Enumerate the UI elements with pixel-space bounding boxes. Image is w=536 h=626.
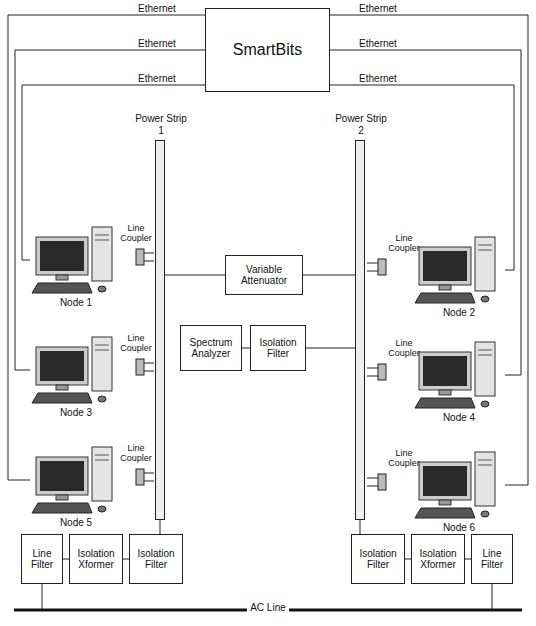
computer-icon — [413, 235, 505, 305]
node-name: Node 1 — [20, 297, 132, 309]
strip-heading: Power Strip 1 — [131, 113, 191, 136]
connector — [8, 15, 205, 480]
node-name: Node 2 — [403, 307, 515, 319]
process-box: Isolation Xformer — [411, 534, 465, 584]
computer-icon — [413, 340, 505, 410]
process-box: SmartBits — [205, 8, 330, 92]
box-label: Isolation Filter — [254, 337, 302, 360]
connector — [360, 520, 361, 534]
edge-label: Ethernet — [357, 3, 399, 14]
box-label: Spectrum Analyzer — [184, 337, 238, 360]
label-holder: AC Line — [238, 597, 298, 615]
power-strip: Power Strip 1 — [155, 140, 165, 520]
computer-node: Node 2 — [413, 235, 505, 305]
power-strip: Power Strip 2 — [355, 140, 365, 520]
process-box: Isolation Filter — [351, 534, 405, 584]
connector — [306, 348, 355, 349]
connector — [242, 348, 250, 349]
process-box: Spectrum Analyzer — [180, 325, 242, 371]
label-holder: Line Coupler — [384, 233, 424, 254]
computer-icon — [30, 445, 122, 515]
process-box: Variable Attenuator — [225, 255, 303, 295]
part-label: AC Line — [247, 602, 289, 614]
part-label: Line Coupler — [384, 338, 424, 359]
node-caption: Node 3 — [20, 407, 132, 419]
edge-label: Ethernet — [136, 73, 178, 84]
strip-label: Power Strip 2 — [331, 113, 391, 136]
computer-node: Node 6 — [413, 450, 505, 520]
node-caption: Node 2 — [403, 307, 515, 319]
process-box: Line Filter — [21, 534, 63, 584]
node-name: Node 4 — [403, 412, 515, 424]
connector — [165, 275, 225, 276]
label-holder: Line Coupler — [384, 448, 424, 469]
part-label: Line Coupler — [116, 443, 156, 464]
edge-label: Ethernet — [136, 3, 178, 14]
node-name: Node 6 — [403, 522, 515, 534]
label-holder: Line Coupler — [116, 223, 156, 244]
connector — [160, 520, 161, 534]
box-label: Variable Attenuator — [229, 264, 299, 287]
connector — [303, 275, 355, 276]
computer-node: Node 3 — [30, 335, 122, 405]
edge-label: Ethernet — [357, 38, 399, 49]
label-holder: Line Coupler — [116, 443, 156, 464]
node-caption: Node 1 — [20, 297, 132, 309]
computer-node: Node 5 — [30, 445, 122, 515]
box-label: Isolation Xformer — [415, 548, 461, 571]
process-box: Line Filter — [471, 534, 513, 584]
label-holder: Line Coupler — [116, 333, 156, 354]
wire — [42, 584, 43, 610]
part-label: Line Coupler — [116, 333, 156, 354]
part-label: Line Coupler — [384, 233, 424, 254]
node-name: Node 3 — [20, 407, 132, 419]
node-name: Node 5 — [20, 517, 132, 529]
strip-label: Power Strip 1 — [131, 113, 191, 136]
box-label: Line Filter — [475, 548, 509, 571]
part-label: Line Coupler — [116, 223, 156, 244]
computer-icon — [30, 335, 122, 405]
box-label: Isolation Filter — [133, 548, 179, 571]
box-label: Isolation Xformer — [73, 548, 119, 571]
connector — [15, 50, 205, 370]
node-caption: Node 5 — [20, 517, 132, 529]
connector — [22, 85, 205, 260]
strip-heading: Power Strip 2 — [331, 113, 391, 136]
computer-node: Node 4 — [413, 340, 505, 410]
line-coupler-symbol — [136, 249, 386, 490]
process-box: Isolation Xformer — [69, 534, 123, 584]
edge-label: Ethernet — [136, 38, 178, 49]
computer-icon — [413, 450, 505, 520]
edge-label: Ethernet — [357, 73, 399, 84]
box-label: Line Filter — [25, 548, 59, 571]
process-box: Isolation Filter — [250, 325, 306, 371]
process-box: Isolation Filter — [129, 534, 183, 584]
box-label: Isolation Filter — [355, 548, 401, 571]
node-caption: Node 6 — [403, 522, 515, 534]
node-caption: Node 4 — [403, 412, 515, 424]
wire — [492, 584, 493, 610]
computer-icon — [30, 225, 122, 295]
computer-node: Node 1 — [30, 225, 122, 295]
label-holder: Line Coupler — [384, 338, 424, 359]
part-label: Line Coupler — [384, 448, 424, 469]
box-label: SmartBits — [233, 41, 302, 59]
